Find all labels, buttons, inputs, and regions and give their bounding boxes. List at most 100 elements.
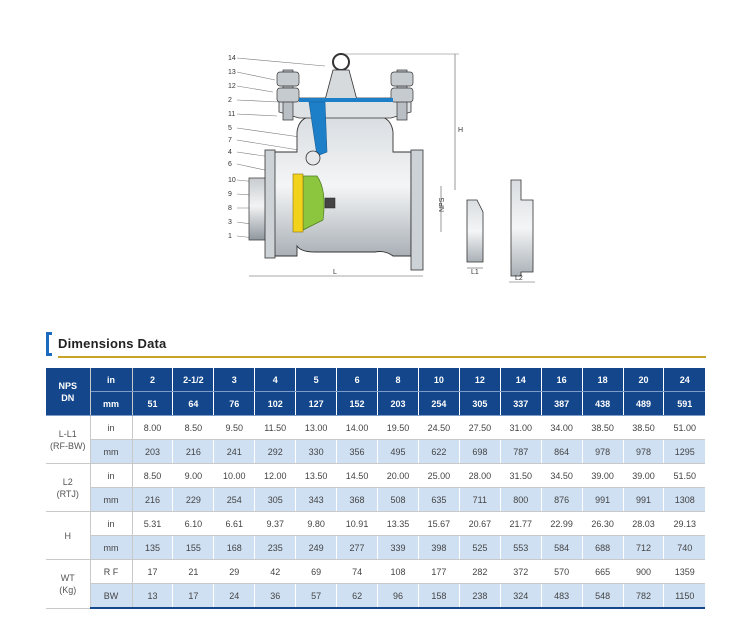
table-cell: 800 <box>499 487 542 512</box>
row-group-label: L2(RTJ) <box>46 463 91 512</box>
table-cell: 339 <box>377 535 419 560</box>
callout-label: 5 <box>228 125 232 132</box>
header-size-mm: 51 <box>131 391 173 416</box>
callout-label: 12 <box>228 83 236 90</box>
row-group-label: H <box>46 511 91 560</box>
table-cell: 9.37 <box>254 511 296 536</box>
callout-label: 9 <box>228 191 232 198</box>
table-cell: 28.00 <box>458 463 501 488</box>
table-cell: 13.00 <box>295 415 337 440</box>
table-cell: 292 <box>254 439 296 464</box>
table-cell: 1308 <box>663 487 705 512</box>
section-header: Dimensions Data <box>46 332 706 360</box>
table-cell: 17 <box>131 559 173 584</box>
table-cell: 203 <box>131 439 173 464</box>
callout-label: 3 <box>228 219 232 226</box>
table-cell: 398 <box>417 535 460 560</box>
table-cell: 8.50 <box>172 415 214 440</box>
table-cell: 324 <box>499 583 542 609</box>
table-cell: 24.50 <box>417 415 460 440</box>
header-size-mm: 591 <box>663 391 705 416</box>
table-cell: 1295 <box>663 439 705 464</box>
callout-label: 4 <box>228 149 232 156</box>
row-group-label: WT(Kg) <box>46 559 91 609</box>
table-cell: 372 <box>499 559 542 584</box>
table-cell: 900 <box>622 559 664 584</box>
header-size-mm: 76 <box>213 391 255 416</box>
header-size-mm: 254 <box>417 391 460 416</box>
table-cell: 21.77 <box>499 511 542 536</box>
table-cell: 6.10 <box>172 511 214 536</box>
row-unit: in <box>90 415 133 440</box>
table-cell: 6.61 <box>213 511 255 536</box>
header-size-in: 4 <box>254 368 296 392</box>
table-cell: 1150 <box>663 583 705 609</box>
table-cell: 235 <box>254 535 296 560</box>
table-cell: 10.00 <box>213 463 255 488</box>
table-cell: 525 <box>458 535 501 560</box>
header-size-mm: 203 <box>377 391 419 416</box>
header-size-mm: 438 <box>581 391 624 416</box>
table-cell: 155 <box>172 535 214 560</box>
table-cell: 495 <box>377 439 419 464</box>
section-title: Dimensions Data <box>58 336 167 351</box>
header-unit-mm: mm <box>90 391 133 416</box>
table-cell: 27.50 <box>458 415 501 440</box>
table-cell: 553 <box>499 535 542 560</box>
table-cell: 229 <box>172 487 214 512</box>
header-size-mm: 127 <box>295 391 337 416</box>
table-cell: 8.00 <box>131 415 173 440</box>
table-cell: 13.50 <box>295 463 337 488</box>
table-cell: 31.50 <box>499 463 542 488</box>
callout-label: 14 <box>228 55 236 62</box>
table-cell: 978 <box>622 439 664 464</box>
table-cell: 584 <box>540 535 583 560</box>
table-cell: 483 <box>540 583 583 609</box>
section-rule <box>58 356 706 358</box>
row-unit: mm <box>90 487 133 512</box>
table-cell: 20.00 <box>377 463 419 488</box>
table-cell: 570 <box>540 559 583 584</box>
table-cell: 22.99 <box>540 511 583 536</box>
header-size-in: 6 <box>336 368 378 392</box>
table-cell: 508 <box>377 487 419 512</box>
table-cell: 1359 <box>663 559 705 584</box>
table-cell: 38.50 <box>581 415 624 440</box>
table-cell: 978 <box>581 439 624 464</box>
table-cell: 305 <box>254 487 296 512</box>
header-size-in: 8 <box>377 368 419 392</box>
table-cell: 548 <box>581 583 624 609</box>
table-cell: 330 <box>295 439 337 464</box>
table-cell: 14.00 <box>336 415 378 440</box>
callout-label: 2 <box>228 97 232 104</box>
dimension-label-l2: L2 <box>515 275 523 282</box>
table-cell: 34.50 <box>540 463 583 488</box>
table-cell: 28.03 <box>622 511 664 536</box>
row-unit: R F <box>90 559 133 584</box>
table-cell: 622 <box>417 439 460 464</box>
callout-label: 6 <box>228 161 232 168</box>
dimension-label-l1: L1 <box>471 269 479 276</box>
table-cell: 26.30 <box>581 511 624 536</box>
table-cell: 241 <box>213 439 255 464</box>
table-cell: 12.00 <box>254 463 296 488</box>
table-cell: 62 <box>336 583 378 609</box>
callout-label: 7 <box>228 137 232 144</box>
table-cell: 782 <box>622 583 664 609</box>
dimension-label-nps: NPS <box>439 197 446 212</box>
table-cell: 42 <box>254 559 296 584</box>
table-cell: 108 <box>377 559 419 584</box>
header-size-mm: 387 <box>540 391 583 416</box>
callout-label: 10 <box>228 177 236 184</box>
table-cell: 177 <box>417 559 460 584</box>
dimension-label-l: L <box>333 269 337 276</box>
table-cell: 876 <box>540 487 583 512</box>
